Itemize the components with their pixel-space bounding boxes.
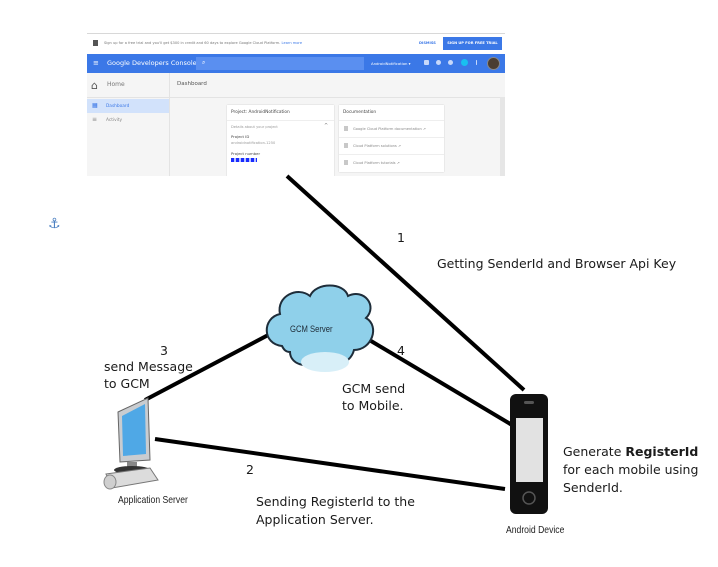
learn-more-link[interactable]: Learn more [281, 41, 303, 45]
doc-link[interactable]: Cloud Platform tutorials ↗ [339, 155, 444, 171]
search-input[interactable]: ⌕ [196, 57, 364, 70]
mouse [103, 474, 117, 490]
notifications-icon[interactable] [436, 60, 441, 65]
step-1-number: 1 [397, 230, 405, 245]
dashboard-icon: ▦ [92, 102, 98, 109]
console-screenshot: Sign up for a free trial and you'll get … [87, 33, 505, 176]
help-icon[interactable] [448, 60, 453, 65]
phone-speaker [524, 401, 534, 404]
scrollbar[interactable] [500, 97, 505, 176]
project-card: Project: AndroidNotification Details abo… [227, 105, 334, 176]
phone-screen [516, 418, 543, 482]
dismiss-button[interactable]: DISMISS [419, 41, 436, 45]
step-2-text-line2: Application Server. [256, 512, 374, 527]
project-card-title: Project: AndroidNotification [231, 110, 290, 115]
doc-icon [344, 126, 348, 131]
project-card-header: Project: AndroidNotification [227, 105, 334, 121]
phone-icon [510, 394, 548, 514]
project-id-label: Project ID [231, 134, 250, 139]
doc-link[interactable]: Cloud Platform solutions ↗ [339, 138, 444, 155]
cloud-shape [265, 284, 375, 367]
step-3-text-line2: to GCM [104, 376, 150, 391]
app-server-label: Application Server [118, 494, 188, 506]
connector-4-gcm-to-device [359, 333, 514, 427]
connector-2-device-to-appserver [154, 437, 506, 491]
documentation-card-header: Documentation [339, 105, 444, 121]
gcm-cloud-icon [265, 284, 375, 372]
step-1-text: Getting SenderId and Browser Api Key [437, 256, 677, 271]
doc-link-label: Cloud Platform solutions ↗ [353, 144, 401, 148]
doc-icon [344, 143, 348, 148]
sidebar-item-activity[interactable]: ≡ Activity [87, 113, 169, 127]
doc-link-label: Google Cloud Platform documentation ↗ [353, 127, 426, 131]
step-3-number: 3 [160, 343, 168, 358]
sidebar-item-label: Dashboard [106, 104, 130, 109]
doc-icon [344, 160, 348, 165]
home-label: Home [107, 81, 125, 88]
device-note-bold: RegisterId [625, 444, 699, 459]
device-note-line1: Generate RegisterId [563, 444, 698, 460]
project-card-subtitle: Details about your project [231, 125, 278, 129]
search-icon: ⌕ [202, 59, 206, 66]
more-vert-icon[interactable] [476, 60, 477, 65]
promo-text: Sign up for a free trial and you'll get … [104, 41, 281, 45]
promo-message: Sign up for a free trial and you'll get … [104, 41, 302, 45]
project-number-redacted [231, 158, 257, 162]
sidebar-home[interactable]: ⌂ Home [87, 73, 169, 98]
anchor-icon: ⚓ [48, 216, 61, 232]
project-selector[interactable]: AndroidNotification ▾ [371, 61, 411, 66]
phone-home-button [522, 491, 536, 505]
page-title: Dashboard [177, 81, 207, 87]
cloud-reflection [301, 352, 349, 372]
hamburger-menu-icon[interactable]: ≡ [93, 59, 99, 67]
sidebar-item-label: Activity [106, 118, 123, 123]
monitor-screen [122, 404, 146, 456]
activity-icon: ≡ [92, 116, 98, 123]
collapse-icon[interactable]: ^ [324, 123, 329, 129]
step-4-text-line1: GCM send [342, 381, 406, 396]
device-note-line2: for each mobile using [563, 462, 699, 477]
step-3-text-line1: send Message [104, 359, 193, 374]
project-number-label: Project number [231, 151, 261, 156]
signup-button[interactable]: SIGN UP FOR FREE TRIAL [443, 37, 502, 50]
documentation-card: Documentation Google Cloud Platform docu… [339, 105, 444, 172]
documentation-card-title: Documentation [343, 110, 377, 115]
project-id-value: androidnotification-1250 [231, 141, 276, 145]
device-note-line3: SenderId. [563, 480, 623, 495]
connector-3-appserver-to-gcm [144, 331, 273, 402]
notification-badge[interactable] [461, 59, 468, 66]
main-header: Dashboard [170, 73, 505, 98]
app-title: Google Developers Console [107, 59, 197, 67]
step-4-number: 4 [397, 343, 405, 358]
connector-1-console-to-device [285, 174, 526, 392]
top-bar: ≡ Google Developers Console ⌕ AndroidNot… [87, 54, 505, 73]
android-device-label: Android Device [506, 524, 565, 536]
computer-icon [103, 397, 159, 490]
gift-icon [93, 40, 98, 46]
step-2-number: 2 [246, 462, 254, 477]
device-note-prefix: Generate [563, 444, 626, 459]
doc-link[interactable]: Google Cloud Platform documentation ↗ [339, 121, 444, 138]
sidebar-item-dashboard[interactable]: ▦ Dashboard [87, 99, 169, 113]
cloud-shell-icon[interactable] [424, 60, 429, 65]
gcm-server-label: GCM Server [290, 324, 333, 334]
doc-link-label: Cloud Platform tutorials ↗ [353, 161, 400, 165]
step-2-text-line1: Sending RegisterId to the [256, 494, 415, 509]
promo-banner: Sign up for a free trial and you'll get … [87, 34, 505, 54]
monitor-stand [127, 462, 137, 468]
avatar[interactable] [487, 57, 500, 70]
step-4-text-line2: to Mobile. [342, 398, 404, 413]
sidebar: ⌂ Home ▦ Dashboard ≡ Activity [87, 73, 170, 176]
home-icon: ⌂ [91, 79, 98, 92]
